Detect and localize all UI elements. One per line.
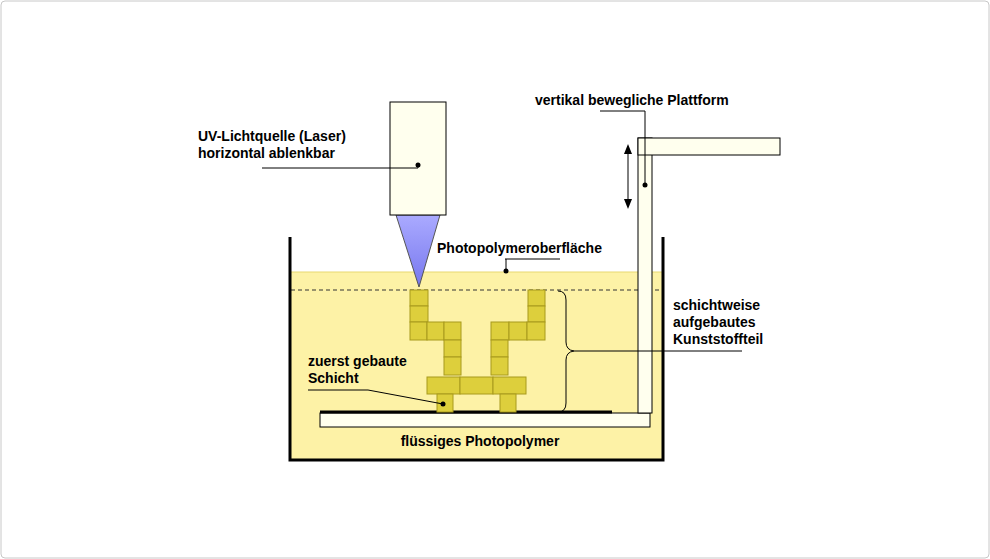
part-layer-block: [509, 322, 527, 340]
build-plate: [320, 411, 612, 414]
leader-dot: [441, 402, 446, 407]
leader-line: [600, 111, 645, 185]
laser-source: [390, 102, 446, 215]
label-liquid: flüssiges Photopolymer: [330, 433, 630, 450]
layer-level-line: [291, 290, 662, 291]
liquid-surface: [291, 272, 662, 273]
part-layer-block: [528, 306, 545, 322]
leader-line: [505, 259, 560, 260]
arrow-head: [624, 144, 632, 154]
leader-line: [574, 351, 742, 352]
built-part: [410, 290, 545, 412]
part-layer-block: [491, 357, 508, 375]
bracket: [558, 291, 574, 412]
label-part: schichtweise aufgebautes Kunststoffteil: [673, 297, 785, 348]
arrow-head: [624, 199, 632, 209]
part-layer-block: [528, 290, 545, 306]
part-layer-block: [491, 340, 508, 357]
platform-arm: [638, 138, 780, 155]
part-layer-block: [500, 394, 516, 412]
platform-plate: [320, 413, 650, 427]
leader-line: [262, 165, 418, 168]
part-layer-block: [427, 377, 460, 394]
part-layer-block: [493, 377, 526, 394]
leader-line: [506, 259, 507, 270]
part-layer-block: [444, 322, 461, 340]
label-platform: vertikal bewegliche Plattform: [535, 92, 775, 109]
part-layer-block: [410, 290, 428, 306]
leader-dot: [504, 269, 509, 274]
part-layer-block: [427, 322, 444, 340]
part-layer-block: [410, 322, 427, 340]
part-layer-block: [527, 322, 545, 340]
part-layer-block: [460, 377, 493, 394]
tank: [290, 237, 663, 460]
part-layer-block: [444, 357, 461, 375]
label-surface: Photopolymeroberfläche: [437, 240, 637, 257]
part-layer-block: [491, 322, 509, 340]
motion-arrow: [628, 148, 629, 205]
liquid-photopolymer: [291, 272, 662, 460]
part-layer-block: [444, 340, 461, 357]
label-first-layer: zuerst gebaute Schicht: [308, 353, 426, 387]
leader-line: [308, 390, 443, 404]
label-light-source: UV-Lichtquelle (Laser) horizontal ablenk…: [198, 128, 388, 162]
laser-beam: [396, 215, 440, 287]
part-layer-block: [410, 306, 428, 322]
leader-dot: [643, 183, 648, 188]
